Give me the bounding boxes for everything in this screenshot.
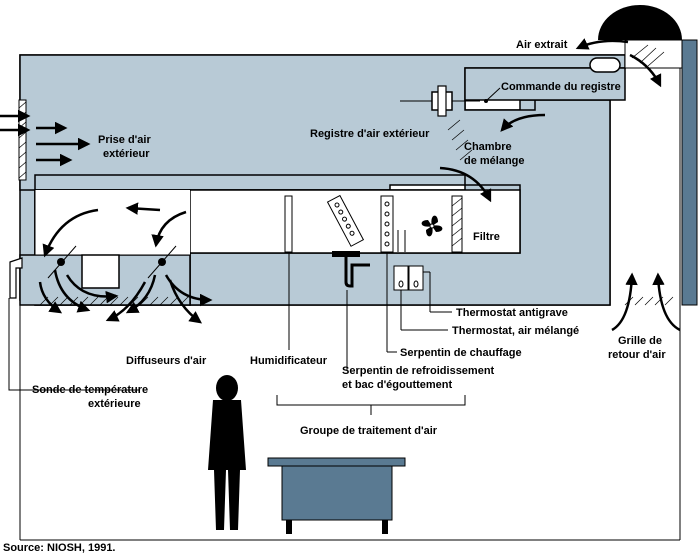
return-arrow-right (652, 272, 681, 332)
filter (451, 195, 463, 253)
air-handling-unit (190, 194, 465, 291)
label-prise-air-1: Prise d'air (98, 134, 151, 146)
outdoor-sensor (8, 257, 140, 391)
label-chambre-2: de mélange (464, 155, 525, 167)
outdoor-air-damper (447, 119, 473, 161)
return-up-arrow (629, 53, 662, 88)
label-serpentin-refroid-1: Serpentin de refroidissement (342, 365, 495, 377)
label-diffuseurs: Diffuseurs d'air (126, 355, 207, 367)
label-air-extrait: Air extrait (516, 39, 568, 51)
label-serpentin-chauffage: Serpentin de chauffage (400, 347, 522, 359)
diffuser-box (81, 254, 120, 289)
label-thermostat-melange: Thermostat, air mélangé (452, 325, 579, 337)
exhaust-outlet (624, 39, 683, 69)
drip-pan (332, 251, 360, 257)
label-humidificateur: Humidificateur (250, 355, 328, 367)
label-serpentin-refroid-2: et bac d'égouttement (342, 379, 453, 391)
label-sonde-1: Sonde de température (32, 384, 148, 396)
intake-arrows (0, 109, 91, 167)
exhaust-arrow (575, 38, 629, 50)
thermostat-box-2 (408, 265, 424, 291)
return-arrow-left (611, 272, 638, 332)
diffusers (38, 202, 213, 324)
leader-lines (276, 252, 466, 415)
label-prise-air-2: extérieur (103, 148, 150, 160)
mix-arrow-1 (500, 113, 546, 132)
roof-exhaust-hood (598, 5, 682, 40)
label-sonde-2: extérieure (88, 398, 141, 410)
thermostat-box-1 (393, 265, 409, 291)
label-groupe: Groupe de traitement d'air (300, 425, 438, 437)
table (267, 457, 406, 534)
label-grille-1: Grille de (618, 335, 662, 347)
label-filtre: Filtre (473, 231, 500, 243)
damper-actuator (400, 85, 501, 117)
label-commande-registre: Commande du registre (501, 81, 621, 93)
cooling-coil (326, 194, 365, 247)
person-silhouette (208, 375, 246, 530)
label-thermostat-antigrave: Thermostat antigrave (456, 307, 568, 319)
exhaust-damper (589, 44, 665, 73)
heating-coil (380, 195, 394, 253)
label-grille-2: retour d'air (608, 349, 666, 361)
mix-arrow-2 (439, 166, 492, 203)
duct-system (0, 39, 683, 306)
label-chambre-1: Chambre (464, 141, 512, 153)
right-wall (681, 39, 698, 306)
intake-grille (18, 99, 27, 181)
label-registre-air-ext: Registre d'air extérieur (310, 128, 430, 140)
fan-icon (421, 215, 443, 237)
humidifier (284, 195, 293, 253)
source-caption: Source: NIOSH, 1991. (3, 542, 116, 554)
